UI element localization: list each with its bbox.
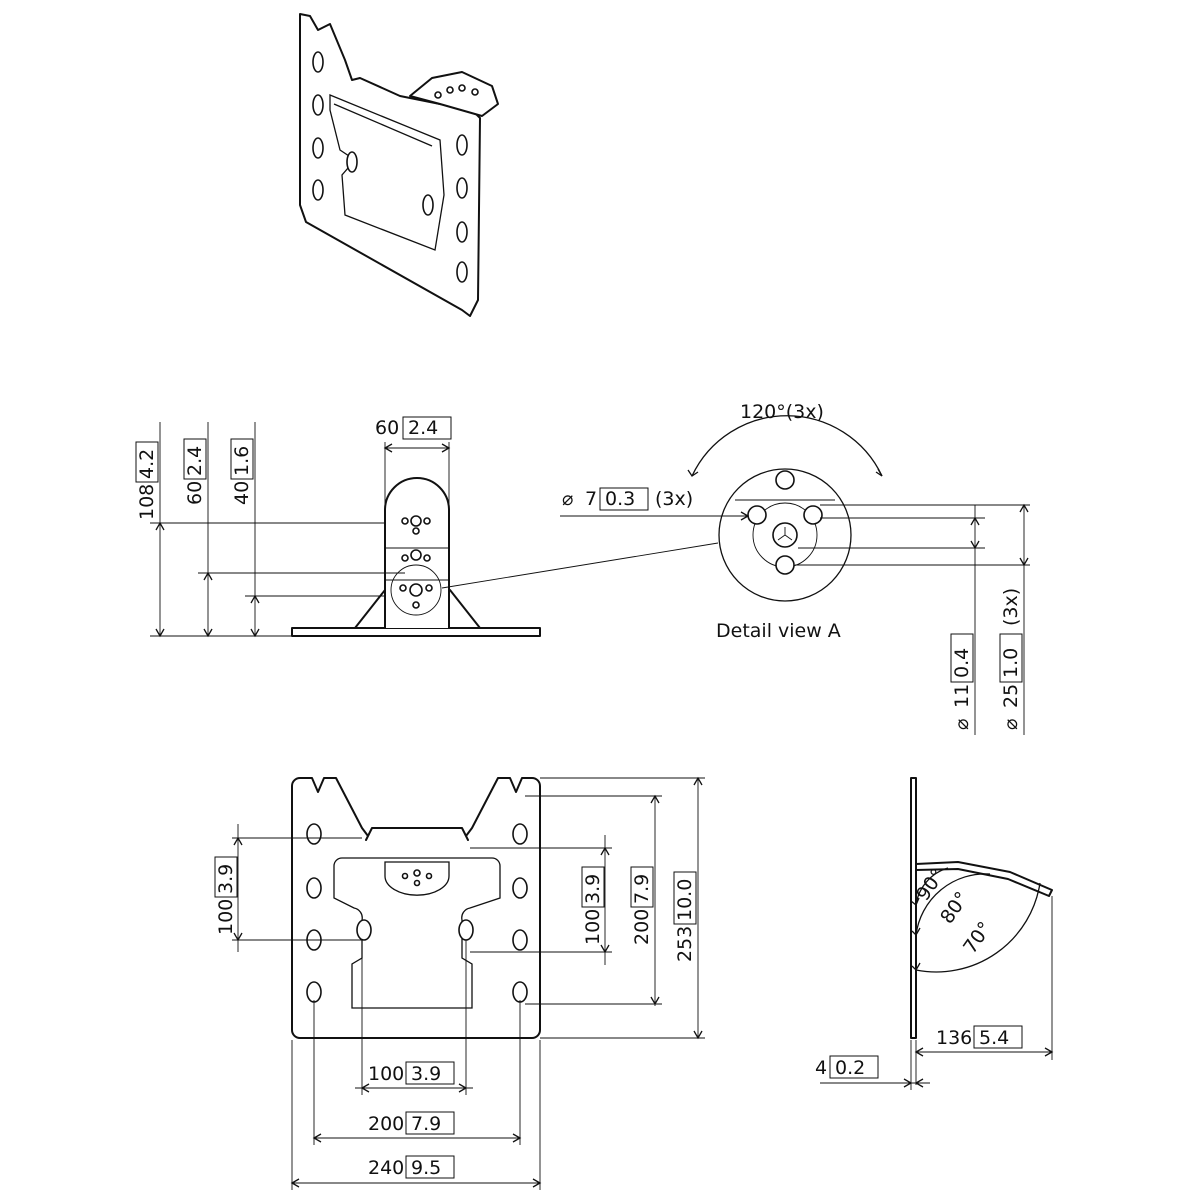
inner-dia-imperial: 0.4 — [951, 648, 973, 678]
low-height-imperial: 1.6 — [231, 446, 253, 476]
side-view-labels: 90° 80° 70° 136 5.4 4 0.2 — [815, 865, 1023, 1079]
thickness-imperial: 0.2 — [835, 1057, 865, 1079]
hole-dia-imperial: 0.3 — [605, 488, 635, 510]
detail-title: Detail view A — [716, 620, 841, 642]
overall-horizontal-imperial: 9.5 — [411, 1157, 441, 1179]
overall-vertical-value: 253 — [674, 926, 696, 962]
mid-vertical-value: 200 — [631, 909, 653, 945]
mid-horizontal-value: 200 — [368, 1113, 404, 1135]
left-vertical-imperial: 3.9 — [215, 864, 237, 894]
hole-dia-value: 7 — [585, 488, 597, 510]
mid-vertical-imperial: 7.9 — [631, 874, 653, 904]
front-view-labels: 108 4.2 60 2.4 40 1.6 60 2.4 — [135, 416, 452, 520]
pitch-dia-imperial: 1.0 — [1000, 648, 1022, 678]
plate-view — [232, 776, 705, 1190]
mid-height-value: 60 — [184, 481, 206, 505]
low-height-value: 40 — [231, 481, 253, 505]
depth-value: 136 — [936, 1027, 972, 1049]
thickness-value: 4 — [815, 1057, 827, 1079]
front-view — [150, 422, 719, 638]
overall-height-value: 108 — [136, 484, 158, 520]
angle-c: 70° — [959, 918, 996, 958]
tab-width-value: 60 — [375, 417, 399, 439]
inner-dia-value: 11 — [951, 684, 973, 708]
detail-angle-label: 120°(3x) — [740, 401, 824, 423]
plate-view-labels: 100 3.9 100 3.9 200 7.9 253 10.0 100 3.9… — [214, 856, 697, 1179]
mid-horizontal-imperial: 7.9 — [411, 1113, 441, 1135]
left-vertical-value: 100 — [215, 899, 237, 935]
detail-view-labels: 120°(3x) ⌀ 7 0.3 (3x) Detail view A ⌀ 11… — [562, 401, 1023, 730]
pitch-dia-symbol: ⌀ — [1000, 719, 1022, 730]
angle-b: 80° — [936, 888, 973, 928]
keyhole-slots — [306, 823, 528, 1003]
hole-dia-symbol: ⌀ — [562, 488, 573, 510]
inner-horizontal-value: 100 — [368, 1063, 404, 1085]
inner-vertical-value: 100 — [582, 909, 604, 945]
side-view — [820, 777, 1054, 1090]
overall-horizontal-value: 240 — [368, 1157, 404, 1179]
overall-vertical-imperial: 10.0 — [674, 879, 696, 921]
isometric-view — [299, 13, 499, 317]
inner-dia-symbol: ⌀ — [951, 719, 973, 730]
inner-horizontal-imperial: 3.9 — [411, 1063, 441, 1085]
pitch-dia-value: 25 — [1000, 684, 1022, 708]
hole-dia-count: (3x) — [655, 488, 693, 510]
overall-height-imperial: 4.2 — [136, 449, 158, 479]
pitch-dia-count: (3x) — [1000, 588, 1022, 626]
inner-vertical-imperial: 3.9 — [582, 874, 604, 904]
depth-imperial: 5.4 — [979, 1027, 1009, 1049]
tab-width-imperial: 2.4 — [408, 417, 438, 439]
mid-height-imperial: 2.4 — [184, 446, 206, 476]
detail-view-a — [560, 415, 1030, 735]
